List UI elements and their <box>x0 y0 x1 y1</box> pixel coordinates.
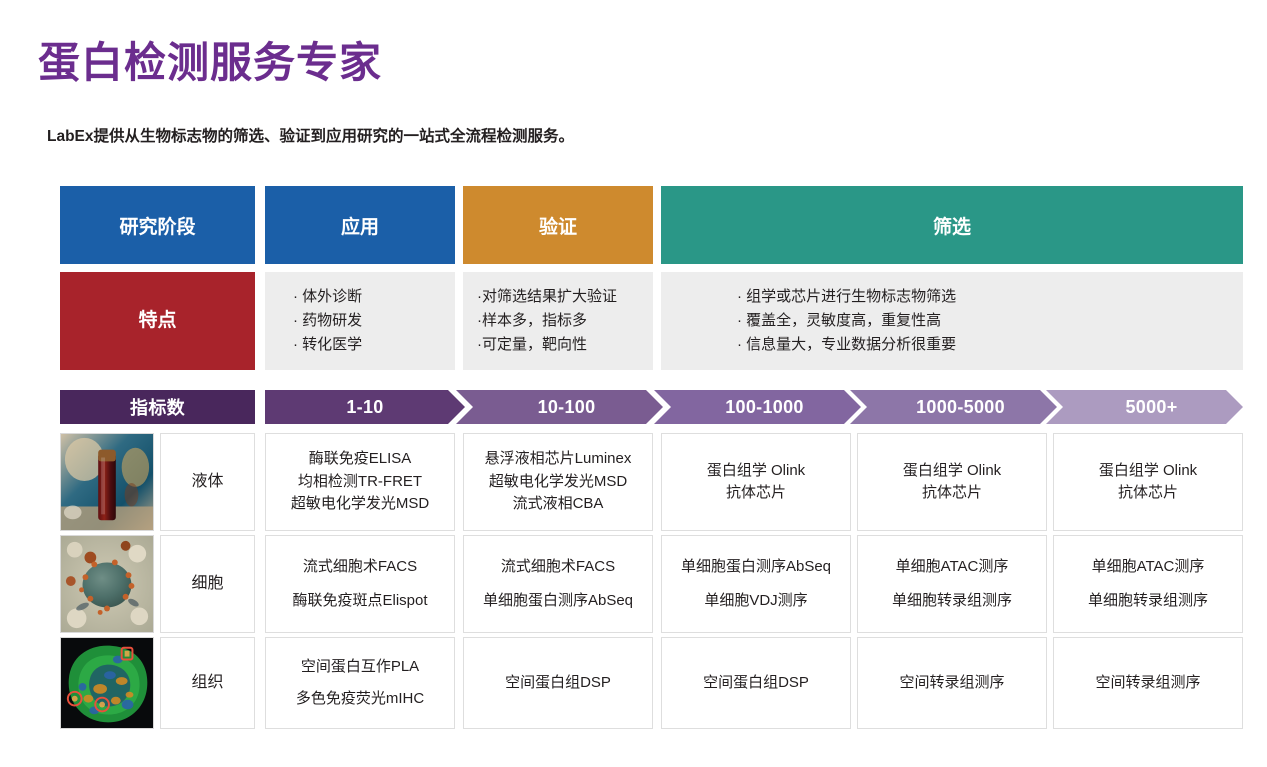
metric-chevron-1: 1-10 <box>265 390 465 424</box>
cell-line: 空间转录组测序 <box>1095 673 1201 691</box>
stage-header-application: 应用 <box>265 186 455 264</box>
table-cell: 单细胞ATAC测序 单细胞转录组测序 <box>1053 535 1243 633</box>
table-cell: 空间蛋白组DSP <box>661 637 851 729</box>
cell-line: 单细胞转录组测序 <box>891 592 1012 609</box>
table-cell: 空间蛋白互作PLA 多色免疫荧光mIHC <box>265 637 455 729</box>
feature-line: · 体外诊断 <box>293 287 363 305</box>
cell-line: 酶联免疫斑点Elispot <box>292 592 428 609</box>
cell-line: 单细胞VDJ测序 <box>704 592 808 609</box>
cell-line: 酶联免疫ELISA <box>308 450 412 468</box>
cell-line: 单细胞ATAC测序 <box>895 557 1009 575</box>
cell-line: 单细胞蛋白测序AbSeq <box>680 557 832 575</box>
blood-tube-photo <box>61 434 153 530</box>
sample-thumb-liquid <box>60 433 154 531</box>
stage-header-validation: 验证 <box>463 186 653 264</box>
cell-line: 单细胞蛋白测序AbSeq <box>482 592 634 609</box>
table-cell: 单细胞ATAC测序 单细胞转录组测序 <box>857 535 1047 633</box>
feature-line: · 转化医学 <box>293 336 363 354</box>
metric-chevron-5: 5000+ <box>1046 390 1243 424</box>
page-subtitle: LabEx提供从生物标志物的筛选、验证到应用研究的一站式全流程检测服务。 <box>47 128 575 145</box>
cell-line: 超敏电化学发光MSD <box>290 495 430 513</box>
feature-line: ·样本多，指标多 <box>477 311 587 329</box>
cell-line: 抗体芯片 <box>1117 484 1178 501</box>
table-cell: 蛋白组学 Olink 抗体芯片 <box>857 433 1047 531</box>
table-cell: 悬浮液相芯片Luminex 超敏电化学发光MSD 流式液相CBA <box>463 433 653 531</box>
table-cell: 酶联免疫ELISA 均相检测TR-FRET 超敏电化学发光MSD <box>265 433 455 531</box>
page-title: 蛋白检测服务专家 <box>38 39 383 86</box>
sample-thumb-cell <box>60 535 154 633</box>
metric-chevron-4: 1000-5000 <box>850 390 1057 424</box>
metric-chevron-2: 10-100 <box>456 390 663 424</box>
cell-line: 蛋白组学 Olink <box>1098 461 1198 479</box>
feature-line: · 药物研发 <box>293 311 363 329</box>
table-cell: 空间转录组测序 <box>1053 637 1243 729</box>
feature-line: · 覆盖全，灵敏度高，重复性高 <box>737 311 942 329</box>
feature-line: · 信息量大，专业数据分析很重要 <box>737 336 957 354</box>
table-cell: 流式细胞术FACS 单细胞蛋白测序AbSeq <box>463 535 653 633</box>
stage-row-label: 研究阶段 <box>60 186 255 264</box>
cell-micrograph-photo <box>61 536 153 632</box>
feature-cell-application: · 体外诊断 · 药物研发 · 转化医学 <box>265 272 455 370</box>
cell-line: 流式细胞术FACS <box>302 557 418 575</box>
cell-line: 抗体芯片 <box>725 484 786 501</box>
sample-row-label-tissue: 组织 <box>160 637 255 729</box>
cell-line: 蛋白组学 Olink <box>902 461 1002 479</box>
cell-line: 单细胞转录组测序 <box>1087 592 1208 609</box>
table-cell: 蛋白组学 Olink 抗体芯片 <box>661 433 851 531</box>
cell-line: 空间蛋白互作PLA <box>300 657 420 675</box>
cell-line: 空间蛋白组DSP <box>505 673 611 691</box>
table-cell: 蛋白组学 Olink 抗体芯片 <box>1053 433 1243 531</box>
cell-line: 悬浮液相芯片Luminex <box>484 450 632 468</box>
feature-cell-screening: · 组学或芯片进行生物标志物筛选 · 覆盖全，灵敏度高，重复性高 · 信息量大，… <box>661 272 1243 370</box>
cell-line: 流式细胞术FACS <box>500 557 616 575</box>
sample-row-label-cell: 细胞 <box>160 535 255 633</box>
table-cell: 空间蛋白组DSP <box>463 637 653 729</box>
metric-chevron-3: 100-1000 <box>654 390 861 424</box>
cell-line: 空间蛋白组DSP <box>703 673 809 691</box>
cell-line: 蛋白组学 Olink <box>706 461 806 479</box>
table-cell: 空间转录组测序 <box>857 637 1047 729</box>
tissue-fluorescence-photo <box>61 638 153 728</box>
stage-header-screening: 筛选 <box>661 186 1243 264</box>
metric-row-label: 指标数 <box>60 390 255 424</box>
cell-line: 抗体芯片 <box>921 484 982 501</box>
cell-line: 单细胞ATAC测序 <box>1091 557 1205 575</box>
cell-line: 均相检测TR-FRET <box>297 472 423 490</box>
cell-line: 多色免疫荧光mIHC <box>295 690 425 707</box>
sample-row-label-liquid: 液体 <box>160 433 255 531</box>
cell-line: 流式液相CBA <box>512 495 604 513</box>
feature-row-label: 特点 <box>60 272 255 370</box>
feature-cell-validation: ·对筛选结果扩大验证 ·样本多，指标多 ·可定量，靶向性 <box>463 272 653 370</box>
feature-line: · 组学或芯片进行生物标志物筛选 <box>737 287 957 305</box>
table-cell: 单细胞蛋白测序AbSeq 单细胞VDJ测序 <box>661 535 851 633</box>
cell-line: 超敏电化学发光MSD <box>488 472 628 490</box>
feature-line: ·对筛选结果扩大验证 <box>477 287 617 305</box>
cell-line: 空间转录组测序 <box>899 673 1005 691</box>
sample-thumb-tissue <box>60 637 154 729</box>
table-cell: 流式细胞术FACS 酶联免疫斑点Elispot <box>265 535 455 633</box>
feature-line: ·可定量，靶向性 <box>477 336 587 354</box>
